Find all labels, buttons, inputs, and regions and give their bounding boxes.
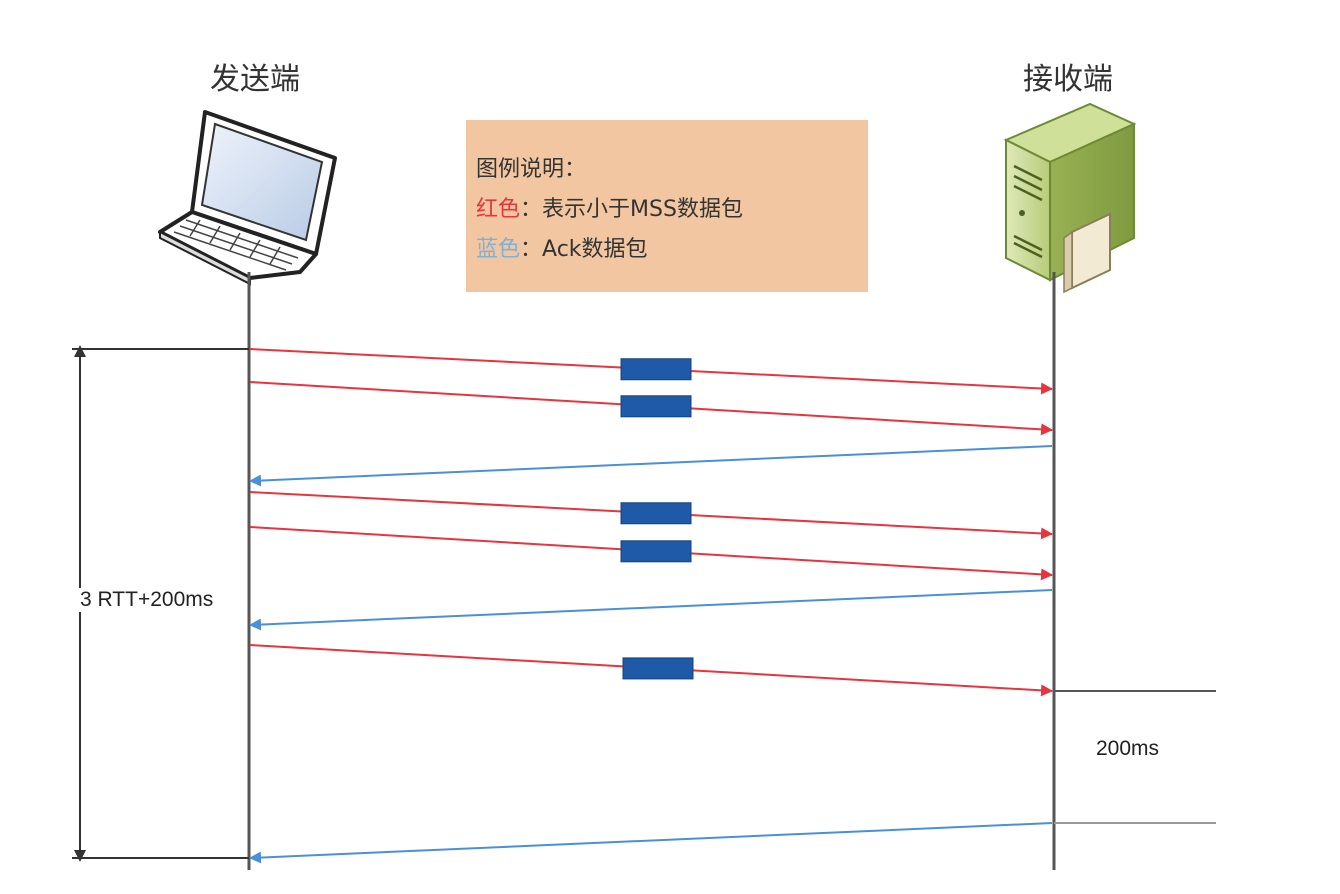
delay-label: 200ms bbox=[1096, 737, 1160, 761]
data-packet-block bbox=[620, 540, 692, 563]
legend-red-description: 表示小于MSS数据包 bbox=[542, 197, 743, 222]
server-icon bbox=[1003, 102, 1137, 294]
legend-red-key: 红色 bbox=[476, 197, 521, 222]
legend-blue-key: 蓝色 bbox=[476, 237, 521, 262]
total-time-label: 3 RTT+200ms bbox=[78, 588, 216, 612]
sender-label: 发送端 bbox=[210, 62, 300, 97]
legend-row-blue: 蓝色：Ack数据包 bbox=[476, 230, 868, 270]
messages bbox=[249, 348, 1053, 864]
legend-box: 图例说明： 红色：表示小于MSS数据包 蓝色：Ack数据包 bbox=[466, 120, 868, 292]
laptop-icon bbox=[158, 110, 337, 286]
legend-red-separator: ： bbox=[520, 197, 543, 222]
data-packet-block bbox=[620, 395, 692, 418]
legend-blue-separator: ： bbox=[520, 237, 543, 262]
receiver-label: 接收端 bbox=[1023, 62, 1113, 97]
ack-arrow bbox=[249, 445, 1053, 487]
ack-arrow bbox=[249, 589, 1053, 631]
data-packet-block bbox=[622, 657, 694, 680]
legend-row-red: 红色：表示小于MSS数据包 bbox=[476, 190, 868, 230]
data-packet-block bbox=[620, 502, 692, 525]
legend-title: 图例说明： bbox=[476, 157, 587, 182]
ack-arrow bbox=[249, 822, 1053, 864]
data-packet-block bbox=[620, 358, 692, 381]
legend-blue-description: Ack数据包 bbox=[542, 237, 648, 262]
